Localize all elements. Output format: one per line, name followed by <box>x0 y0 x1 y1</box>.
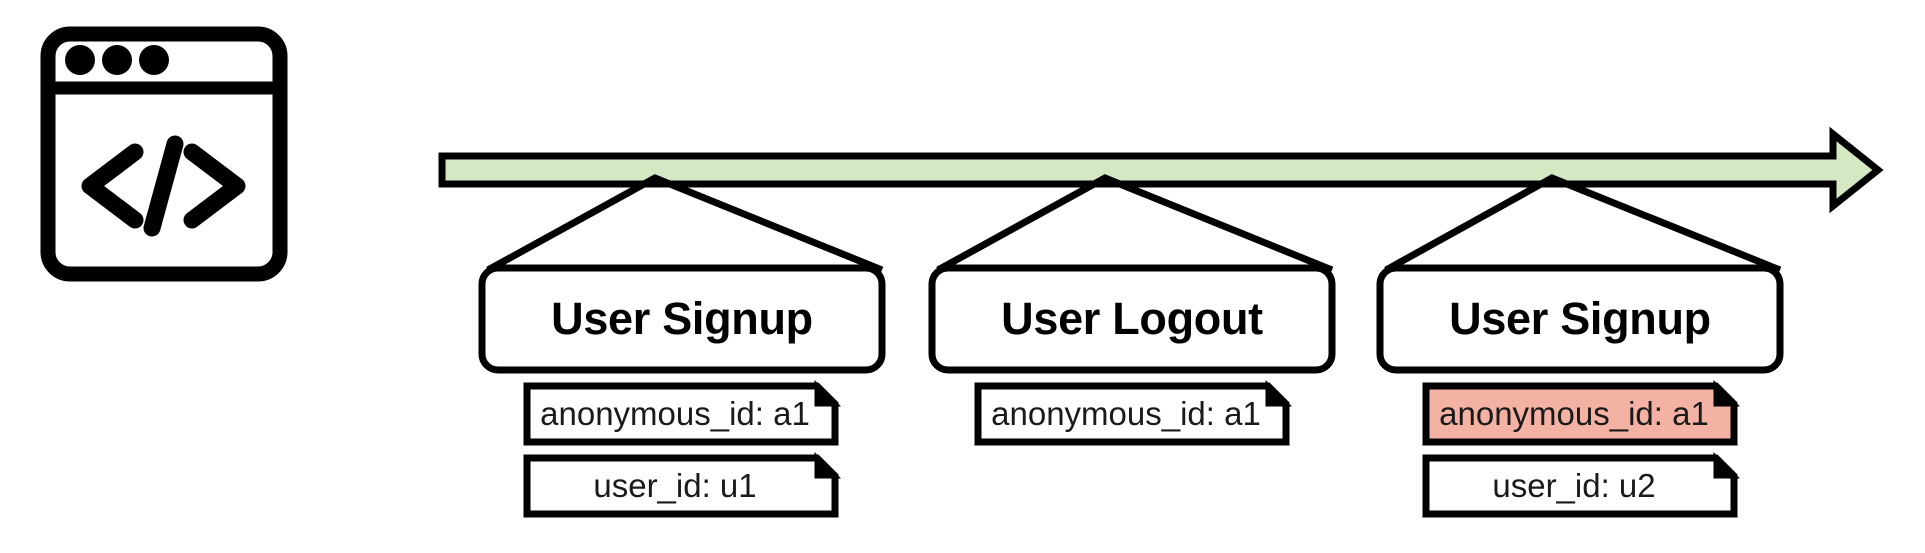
time-arrow-shape <box>438 126 1884 214</box>
note-box-3-user-id[interactable] <box>1422 451 1741 518</box>
time-arrow <box>438 126 1884 214</box>
event-box-2[interactable] <box>928 264 1336 374</box>
code-left-angle-icon <box>81 143 144 229</box>
note-box-1-anonymous-id[interactable] <box>523 379 842 446</box>
note-box-3-anonymous-id[interactable] <box>1422 379 1741 446</box>
note-fold-corner-icon <box>1713 379 1741 407</box>
note-body-1-anonymous-id <box>523 382 839 446</box>
event-group-2 <box>928 174 1336 446</box>
window-dot-3-icon <box>139 45 169 75</box>
window-dot-2-icon <box>102 45 132 75</box>
note-fold-corner-icon <box>1265 379 1293 407</box>
code-window-icon <box>40 26 288 282</box>
note-body-2-anonymous-id <box>974 382 1290 446</box>
event-box-3[interactable] <box>1376 264 1784 374</box>
event-connector-1 <box>486 174 884 274</box>
event-group-1 <box>478 174 886 518</box>
note-box-2-anonymous-id[interactable] <box>974 379 1293 446</box>
note-box-1-user-id[interactable] <box>523 451 842 518</box>
note-fold-corner-icon <box>814 379 842 407</box>
note-fold-corner-icon <box>1713 451 1741 479</box>
window-dot-1-icon <box>65 45 95 75</box>
event-group-3 <box>1376 174 1784 518</box>
code-right-angle-icon <box>183 143 246 229</box>
event-connector-3 <box>1384 174 1782 274</box>
event-connector-2 <box>936 174 1334 274</box>
note-fold-corner-icon <box>814 451 842 479</box>
note-body-1-user-id <box>523 454 839 518</box>
code-slash-icon <box>143 135 184 237</box>
event-box-1[interactable] <box>478 264 886 374</box>
note-body-3-user-id <box>1422 454 1738 518</box>
note-body-3-anonymous-id <box>1422 382 1738 446</box>
